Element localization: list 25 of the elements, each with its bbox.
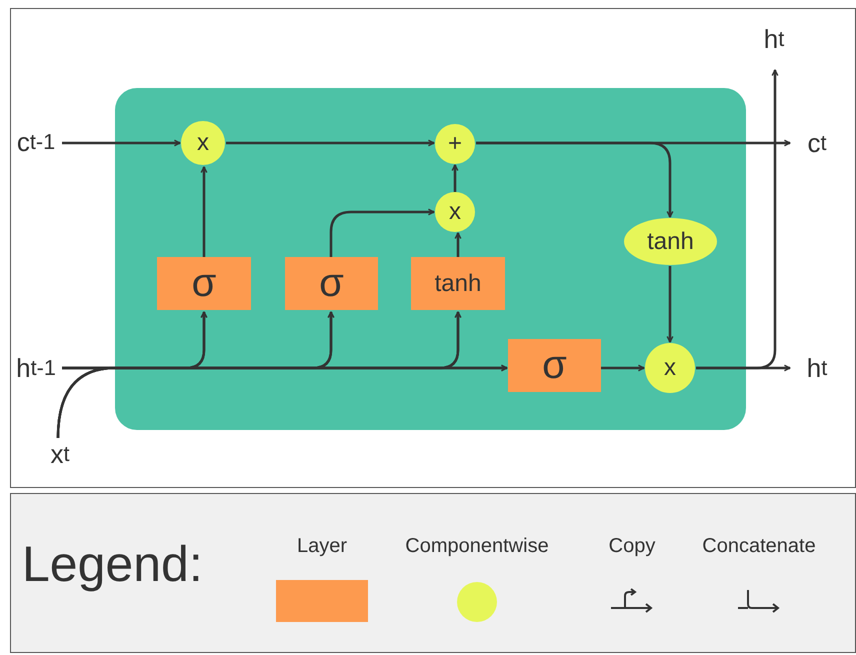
operation-circle: x [435, 192, 475, 232]
cell-box [115, 88, 746, 430]
arrow [226, 140, 435, 146]
layer-box: σ [285, 257, 378, 310]
arrow [200, 166, 208, 257]
operation-circle: x [181, 121, 225, 165]
layer-box: σ [157, 257, 251, 310]
legend-title: Legend: [22, 535, 203, 593]
layer-box: σ [508, 339, 601, 392]
operation-ellipse: tanh [624, 218, 717, 265]
legend-label: Layer [296, 535, 348, 558]
legend-label: Concatenate [701, 535, 817, 558]
arrow [330, 208, 435, 257]
arrow [62, 140, 181, 146]
arrow [56, 364, 508, 438]
operation-circle: x [645, 343, 695, 393]
layer-box: tanh [411, 257, 505, 310]
arrow [696, 69, 778, 370]
arrow [452, 164, 458, 192]
arrow [454, 232, 462, 257]
arrow [666, 266, 674, 343]
arrow [601, 364, 645, 372]
operation-circle: + [435, 124, 475, 164]
arrow [476, 142, 674, 218]
legend-label: Componentwise [404, 535, 550, 558]
